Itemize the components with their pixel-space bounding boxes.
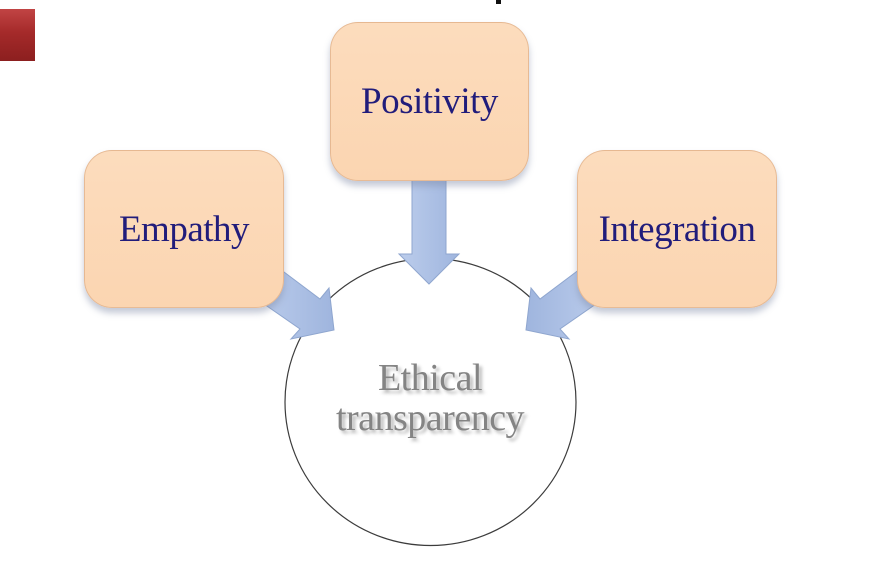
node-empathy-label: Empathy — [118, 208, 250, 250]
node-integration-label: Integration — [598, 208, 756, 250]
cropped-letter-artifact — [496, 0, 501, 4]
red-block-artifact — [0, 9, 35, 61]
center-circle-label: Ethical transparency — [280, 358, 580, 438]
node-positivity: Positivity — [330, 22, 529, 181]
node-integration: Integration — [577, 150, 777, 308]
node-positivity-label: Positivity — [361, 81, 498, 122]
arrow-positivity-to-center — [397, 175, 461, 285]
center-label-line1: Ethical — [377, 357, 483, 399]
node-empathy: Empathy — [84, 150, 284, 308]
center-label-line2: transparency — [335, 397, 525, 439]
